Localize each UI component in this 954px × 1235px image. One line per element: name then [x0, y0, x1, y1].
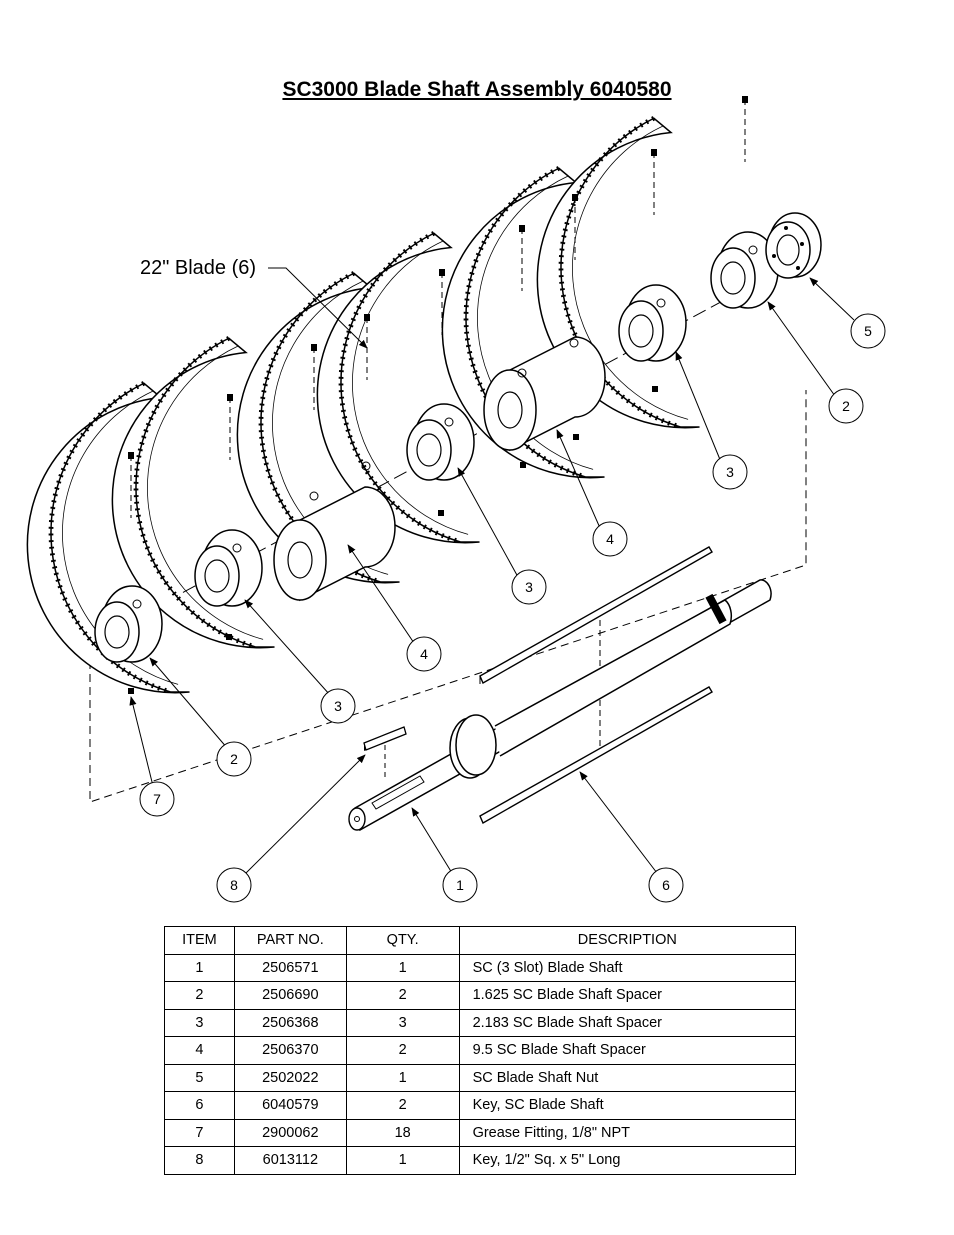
cell-part-no: 2502022	[233, 1063, 347, 1092]
cell-description: Key, 1/2" Sq. x 5" Long	[458, 1146, 797, 1175]
table-row: 3 2506368 3 2.183 SC Blade Shaft Spacer	[164, 1008, 797, 1037]
svg-text:2: 2	[230, 751, 238, 767]
table-header-row: ITEM PART NO. QTY. DESCRIPTION	[164, 926, 797, 955]
grease-fitting	[518, 224, 526, 292]
cell-qty: 3	[345, 1008, 460, 1037]
svg-text:6: 6	[662, 877, 670, 893]
cell-item: 7	[164, 1118, 235, 1147]
cell-item: 2	[164, 981, 235, 1010]
svg-text:3: 3	[334, 698, 342, 714]
svg-text:3: 3	[525, 579, 533, 595]
cell-item: 5	[164, 1063, 235, 1092]
svg-text:2: 2	[842, 398, 850, 414]
cell-description: 2.183 SC Blade Shaft Spacer	[458, 1008, 797, 1037]
cell-qty: 2	[345, 981, 460, 1010]
page-title: SC3000 Blade Shaft Assembly 6040580	[282, 78, 672, 101]
cell-description: 1.625 SC Blade Shaft Spacer	[458, 981, 797, 1010]
cell-part-no: 2506690	[233, 981, 347, 1010]
key-half-inch	[363, 726, 407, 780]
cell-item: 8	[164, 1146, 235, 1175]
callout-6: 6	[648, 867, 684, 903]
cell-qty: 1	[345, 953, 460, 982]
cell-part-no: 6040579	[233, 1091, 347, 1120]
end-spacer	[94, 585, 163, 663]
callout-7: 7	[139, 781, 175, 817]
exploded-assembly-diagram: 22" Blade (6) 5 2 3 4 3 4 3 2 7 8 1 6	[0, 95, 886, 903]
callout-3: 3	[511, 569, 547, 605]
cell-part-no: 6013112	[233, 1146, 347, 1175]
callout-3: 3	[320, 688, 356, 724]
short-spacer	[618, 284, 687, 362]
parts-table: ITEM PART NO. QTY. DESCRIPTION 1 2506571…	[164, 926, 797, 1175]
svg-text:4: 4	[420, 646, 428, 662]
cell-item: 4	[164, 1036, 235, 1065]
header-item: ITEM	[164, 926, 235, 955]
cell-description: Grease Fitting, 1/8" NPT	[458, 1118, 797, 1147]
callout-8: 8	[216, 867, 252, 903]
cell-qty: 2	[345, 1091, 460, 1120]
long-spacer-2	[483, 336, 606, 452]
table-row: 1 2506571 1 SC (3 Slot) Blade Shaft	[164, 953, 797, 982]
cell-description: 9.5 SC Blade Shaft Spacer	[458, 1036, 797, 1065]
svg-text:3: 3	[726, 464, 734, 480]
table-row: 4 2506370 2 9.5 SC Blade Shaft Spacer	[164, 1036, 797, 1065]
cell-description: Key, SC Blade Shaft	[458, 1091, 797, 1120]
cell-description: SC (3 Slot) Blade Shaft	[458, 953, 797, 982]
grease-fitting	[363, 313, 371, 381]
cell-qty: 2	[345, 1036, 460, 1065]
callout-4: 4	[592, 521, 628, 557]
grease-fitting	[226, 393, 234, 461]
leader-lines	[129, 267, 855, 874]
svg-text:8: 8	[230, 877, 238, 893]
callout-3: 3	[712, 454, 748, 490]
short-spacer	[406, 403, 475, 481]
cell-part-no: 2506368	[233, 1008, 347, 1037]
svg-text:7: 7	[153, 791, 161, 807]
header-qty: QTY.	[345, 926, 460, 955]
table-row: 6 6040579 2 Key, SC Blade Shaft	[164, 1091, 797, 1120]
long-spacer-1	[273, 461, 396, 602]
callout-2: 2	[828, 388, 864, 424]
grease-fitting	[650, 148, 658, 216]
cell-part-no: 2900062	[233, 1118, 347, 1147]
table-row: 7 2900062 18 Grease Fitting, 1/8" NPT	[164, 1118, 797, 1147]
table-row: 8 6013112 1 Key, 1/2" Sq. x 5" Long	[164, 1146, 797, 1175]
blade-label: 22" Blade (6)	[140, 257, 256, 279]
cell-qty: 18	[345, 1118, 460, 1147]
blade-shaft	[348, 579, 772, 832]
callout-4: 4	[406, 636, 442, 672]
grease-fitting	[310, 343, 318, 411]
callout-5: 5	[850, 313, 886, 349]
table-row: 5 2502022 1 SC Blade Shaft Nut	[164, 1063, 797, 1092]
short-spacer	[194, 529, 263, 607]
callout-2: 2	[216, 741, 252, 777]
svg-text:1: 1	[456, 877, 464, 893]
svg-text:4: 4	[606, 531, 614, 547]
header-part-no: PART NO.	[233, 926, 347, 955]
cell-item: 3	[164, 1008, 235, 1037]
cell-qty: 1	[345, 1063, 460, 1092]
cell-part-no: 2506370	[233, 1036, 347, 1065]
cell-part-no: 2506571	[233, 953, 347, 982]
shaft-key-lower	[479, 686, 713, 824]
grease-fitting	[741, 95, 749, 163]
callout-1: 1	[442, 867, 478, 903]
cell-item: 6	[164, 1091, 235, 1120]
shaft-nut	[765, 212, 822, 279]
table-row: 2 2506690 2 1.625 SC Blade Shaft Spacer	[164, 981, 797, 1010]
cell-item: 1	[164, 953, 235, 982]
svg-text:5: 5	[864, 323, 872, 339]
cell-description: SC Blade Shaft Nut	[458, 1063, 797, 1092]
cell-qty: 1	[345, 1146, 460, 1175]
assembly-outline	[89, 390, 807, 803]
header-description: DESCRIPTION	[458, 926, 797, 955]
